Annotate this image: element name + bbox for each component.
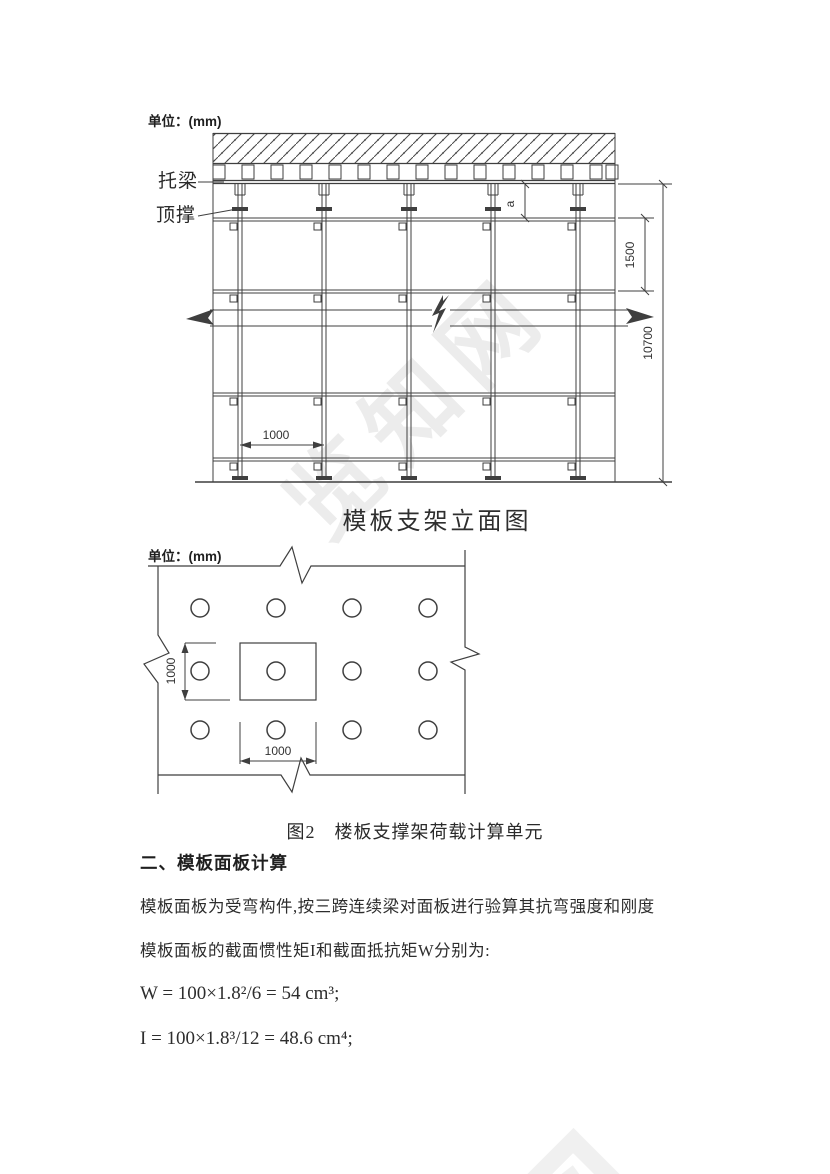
elevation-diagram: 单位：(mm) (148, 113, 672, 535)
dim-10700: 10700 (618, 179, 672, 487)
prop-label-group: 顶撑 (156, 204, 238, 226)
section-heading: 二、模板面板计算 (140, 853, 288, 873)
break-band (186, 295, 654, 333)
plan-diagram: 单位：(mm) 1000 (143, 545, 481, 794)
post-circles (190, 598, 438, 740)
dim-1000-bay: 1000 (240, 428, 324, 449)
dim-a: a (503, 179, 530, 223)
frame-boundaries (212, 133, 616, 482)
paragraph-2: 模板面板的截面惯性矩I和截面抵抗矩W分别为: (140, 941, 491, 960)
dim-1000-vertical-label: 1000 (164, 657, 178, 684)
dim-1500: 1500 (618, 213, 654, 296)
dim-1000-horizontal-label: 1000 (265, 744, 292, 758)
ledgers (213, 217, 615, 462)
watermark-bottom-corner: 网 (418, 1076, 712, 1174)
dim-1000-vertical: 1000 (164, 642, 230, 701)
prop-label: 顶撑 (156, 204, 196, 226)
plan-border (143, 545, 481, 794)
paragraph-1: 模板面板为受弯构件,按三跨连续梁对面板进行验算其抗弯强度和刚度 (140, 897, 655, 916)
elevation-unit-label: 单位：(mm) (148, 113, 222, 129)
joist-label: 托梁 (158, 170, 198, 192)
plan-unit-label: 单位：(mm) (148, 548, 222, 564)
dim-1000-horizontal: 1000 (239, 722, 317, 765)
formula-w: W = 100×1.8²/6 = 54 cm³; (140, 983, 340, 1004)
formula-i: I = 100×1.8³/12 = 48.6 cm⁴; (140, 1028, 353, 1049)
elevation-caption: 模板支架立面图 (343, 508, 532, 535)
joist-label-group: 托梁 (158, 170, 224, 192)
joist-row (212, 164, 619, 185)
dim-1000-bay-label: 1000 (263, 428, 290, 442)
load-unit-cell (239, 642, 317, 701)
dim-1500-label: 1500 (623, 241, 637, 268)
figure-caption: 图2 楼板支撑架荷载计算单元 (286, 822, 544, 842)
dim-a-label: a (503, 200, 517, 207)
concrete-slab (213, 132, 615, 165)
dim-10700-label: 10700 (641, 326, 655, 360)
